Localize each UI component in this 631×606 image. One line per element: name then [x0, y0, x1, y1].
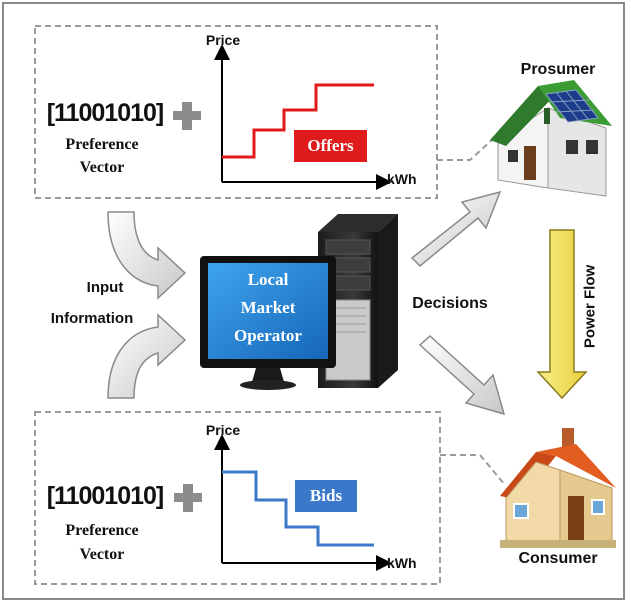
bottom-binary-vector: [11001010] [46, 482, 165, 510]
consumer-label: Consumer [518, 550, 598, 567]
top-chart-y-label: Price [205, 32, 241, 48]
power-flow-arrow [536, 229, 588, 400]
power-flow-label: Power Flow [581, 264, 599, 349]
bottom-pref-line1: Preference [65, 522, 139, 539]
offers-tag: Offers [307, 136, 354, 155]
offers-tag-bg [294, 130, 367, 162]
prosumer-house [490, 80, 612, 197]
bids-step-curve [222, 470, 374, 547]
top-pref-line2: Vector [79, 159, 125, 176]
consumer-house [500, 428, 616, 548]
operator-line1: Local [247, 270, 289, 289]
prosumer-label: Prosumer [520, 61, 596, 78]
input-arrow-top [107, 211, 187, 300]
bottom-connector-line [440, 454, 506, 486]
input-label-line2: Information [50, 310, 134, 327]
offers-step-curve [222, 83, 374, 159]
bottom-chart-x-label: kWh [387, 555, 417, 571]
top-connector-line [437, 129, 504, 161]
bids-tag-bg [295, 480, 357, 512]
operator-line2: Market [240, 298, 296, 317]
decision-arrow-up [410, 190, 502, 268]
bottom-plus-icon [174, 484, 202, 512]
input-arrow-bottom [107, 313, 187, 399]
top-panel-box [34, 25, 438, 199]
decision-arrow-down [418, 334, 506, 416]
top-plus-icon [173, 102, 201, 130]
bids-tag: Bids [309, 486, 343, 505]
top-chart-x-label: kWh [387, 171, 417, 187]
decisions-label: Decisions [412, 295, 488, 312]
computer-monitor [200, 256, 336, 390]
bottom-pref-line2: Vector [79, 546, 125, 563]
top-binary-vector: [11001010] [46, 99, 165, 127]
computer-tower [318, 214, 398, 388]
input-label-line1: Input [86, 279, 124, 296]
bottom-chart-y-label: Price [205, 422, 241, 438]
top-pref-line1: Preference [65, 136, 139, 153]
operator-line3: Operator [234, 326, 302, 345]
bottom-panel-box [34, 411, 441, 585]
